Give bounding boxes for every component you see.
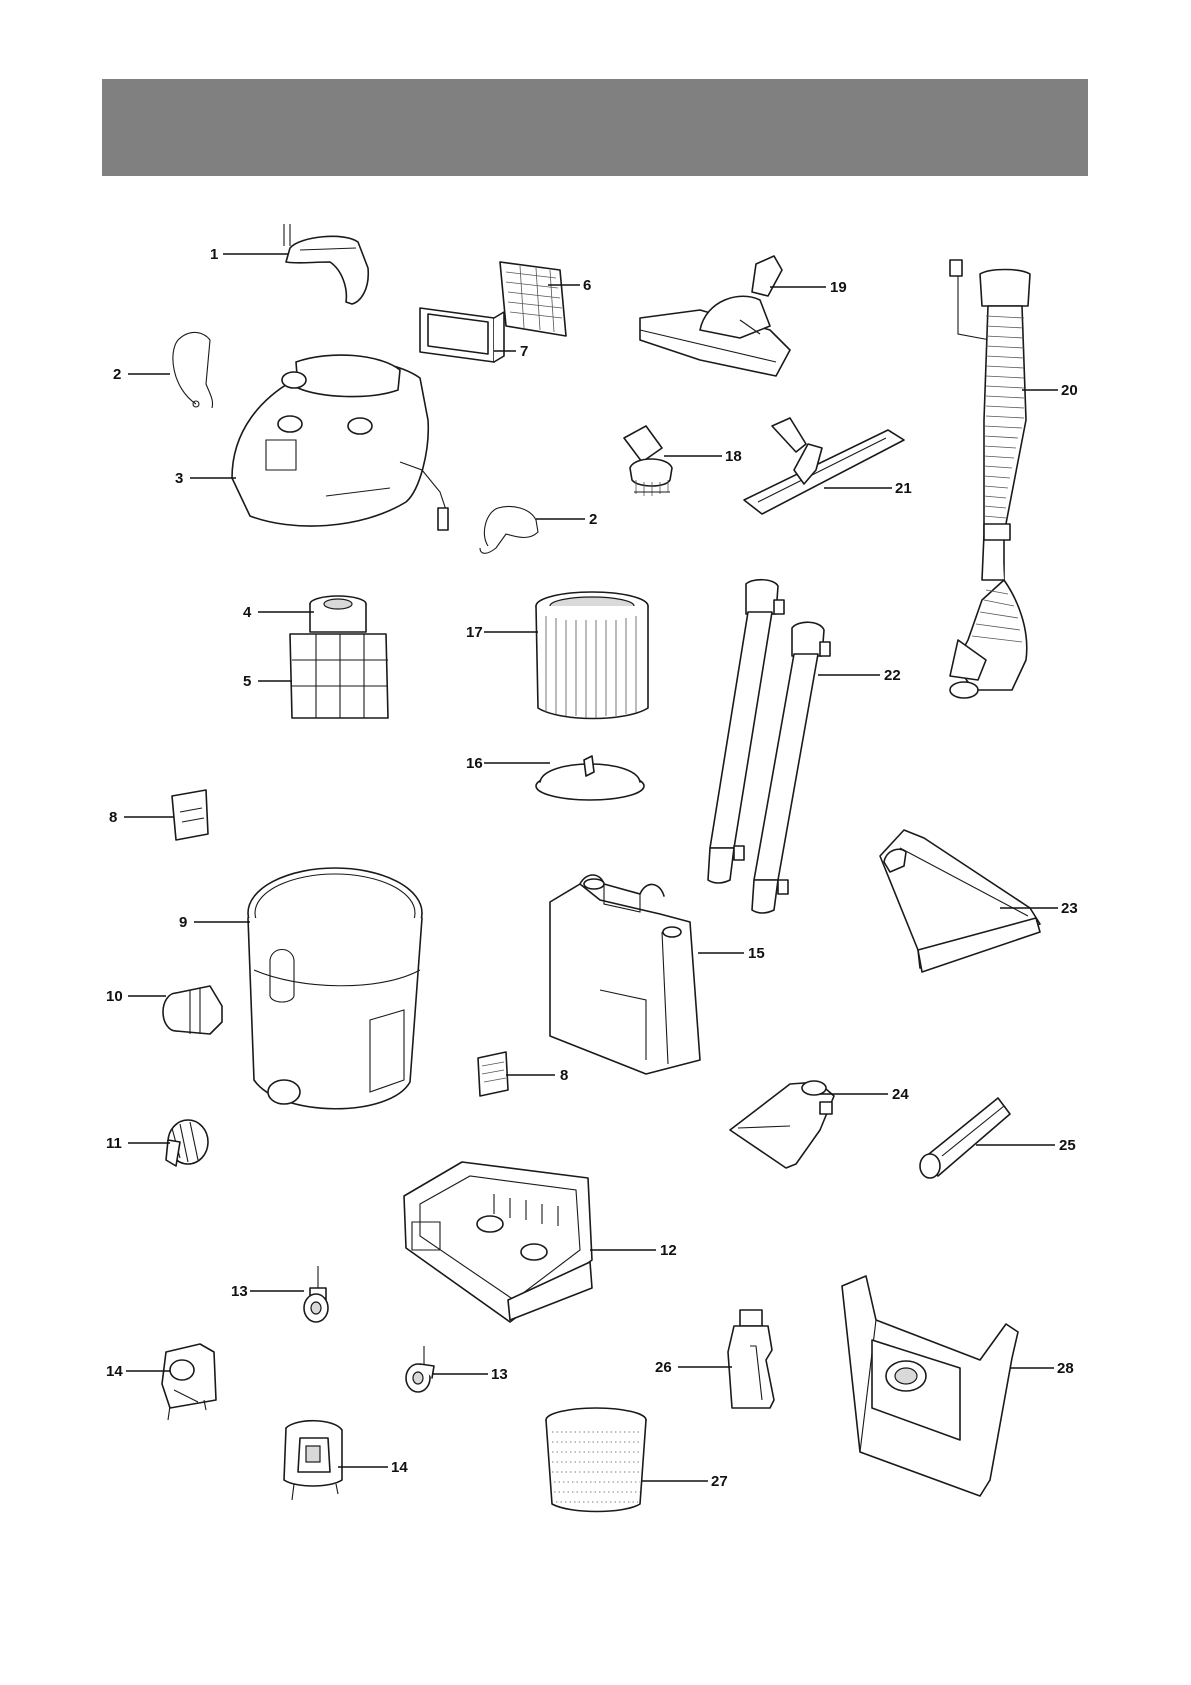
detergent-bottle-icon — [728, 1310, 774, 1408]
callout-label: 12 — [660, 1242, 677, 1259]
wire-clip-icon — [173, 332, 213, 408]
callout-label: 9 — [179, 914, 187, 931]
callout-label: 5 — [243, 673, 251, 690]
callout-label: 6 — [583, 277, 591, 294]
callout-label: 13 — [491, 1366, 508, 1383]
base-tray-icon — [404, 1162, 592, 1322]
callout-label: 8 — [560, 1067, 568, 1084]
callout-label: 8 — [109, 809, 117, 826]
motor-head-icon — [232, 355, 448, 530]
water-tank-icon — [550, 875, 700, 1074]
callout-label: 4 — [243, 604, 252, 621]
carry-handle-icon — [284, 224, 368, 304]
callout-label: 11 — [106, 1135, 122, 1152]
extension-tubes-icon — [708, 580, 830, 913]
crevice-tool-icon — [920, 1098, 1010, 1178]
cartridge-filter-icon — [536, 592, 648, 719]
callout-label: 23 — [1061, 900, 1078, 917]
float-cage-icon — [290, 596, 388, 718]
wheel-bracket-icon — [284, 1421, 342, 1500]
callout-label: 24 — [892, 1086, 909, 1103]
suction-hose-icon — [950, 260, 1030, 698]
callout-label: 28 — [1057, 1360, 1074, 1377]
callout-label: 13 — [231, 1283, 248, 1300]
dust-bag-icon — [842, 1276, 1018, 1496]
foam-filter-icon — [546, 1408, 646, 1512]
callout-label: 15 — [748, 945, 765, 962]
container-tank-icon — [248, 868, 422, 1109]
callout-label: 17 — [466, 624, 483, 641]
callout-label: 19 — [830, 279, 847, 296]
callout-label: 3 — [175, 470, 183, 487]
callout-label: 7 — [520, 343, 528, 360]
drain-cap-icon — [166, 1120, 208, 1166]
upholstery-nozzle-icon — [730, 1081, 834, 1168]
callout-label: 2 — [113, 366, 121, 383]
spray-extraction-nozzle-icon — [880, 830, 1040, 972]
callout-label: 22 — [884, 667, 901, 684]
callout-label: 21 — [895, 480, 912, 497]
callout-label: 10 — [106, 988, 123, 1005]
callout-label: 2 — [589, 511, 597, 528]
callout-label: 25 — [1059, 1137, 1076, 1154]
callout-label: 26 — [655, 1359, 672, 1376]
dusting-brush-icon — [624, 426, 672, 496]
callout-label: 27 — [711, 1473, 728, 1490]
floor-nozzle-icon — [640, 256, 790, 376]
callout-label: 20 — [1061, 382, 1078, 399]
latch-clip-icon — [478, 1052, 508, 1096]
wet-floor-nozzle-icon — [744, 418, 904, 514]
wheel-bracket-icon — [162, 1344, 216, 1420]
caster-wheel-icon — [304, 1266, 328, 1322]
caster-wheel-icon — [406, 1346, 434, 1392]
callout-label: 18 — [725, 448, 742, 465]
hepa-filter-icon — [420, 308, 504, 362]
callout-label: 14 — [391, 1459, 408, 1476]
hose-inlet-icon — [163, 986, 222, 1034]
latch-clip-icon — [172, 790, 208, 840]
callout-label: 1 — [210, 246, 218, 263]
wire-clip-icon — [480, 507, 538, 554]
callout-label: 14 — [106, 1363, 123, 1380]
callout-label: 16 — [466, 755, 483, 772]
filter-cover-icon — [536, 756, 644, 800]
filter-grille-icon — [500, 262, 566, 336]
